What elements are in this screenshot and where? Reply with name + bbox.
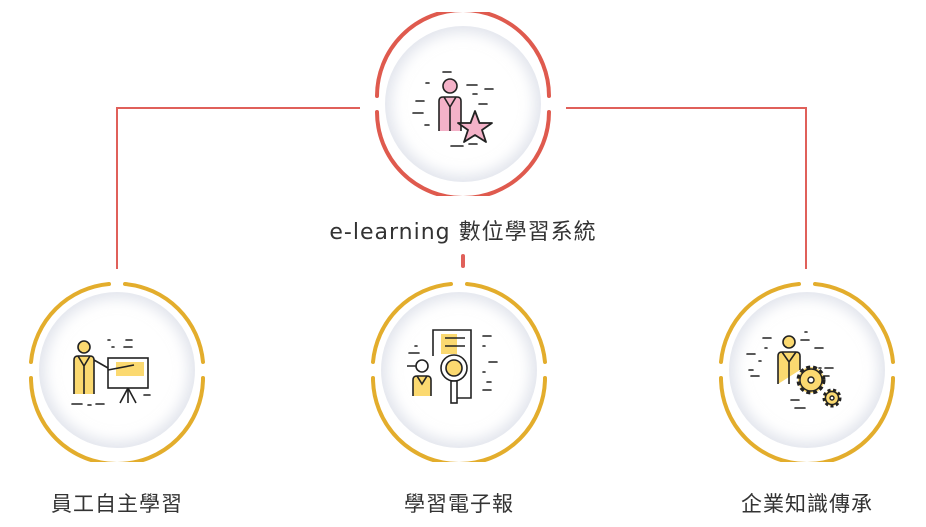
- root-node[interactable]: [371, 12, 555, 196]
- ring: [29, 282, 205, 462]
- connector-center-stub: [461, 254, 465, 268]
- ring: [375, 12, 551, 196]
- child-node-learning-newsletter[interactable]: [367, 278, 551, 462]
- person-star-icon: [412, 71, 494, 147]
- child-label-1: 員工自主學習: [51, 492, 183, 516]
- child-node-corporate-knowledge[interactable]: [715, 278, 899, 462]
- child-label-3: 企業知識傳承: [741, 492, 873, 516]
- root-label: e-learning 數位學習系統: [329, 220, 597, 245]
- connector-vertical-left: [116, 107, 118, 269]
- ring: [371, 282, 547, 462]
- connector-horizontal-left: [116, 107, 360, 109]
- ring: [719, 282, 895, 462]
- connector-vertical-right: [805, 107, 807, 269]
- connector-horizontal-right: [566, 107, 807, 109]
- person-gears-icon: [746, 331, 842, 409]
- presentation-board-icon: [71, 339, 151, 406]
- child-node-employee-self-learning[interactable]: [25, 278, 209, 462]
- child-label-2: 學習電子報: [404, 492, 514, 516]
- document-magnifier-icon: [407, 329, 498, 404]
